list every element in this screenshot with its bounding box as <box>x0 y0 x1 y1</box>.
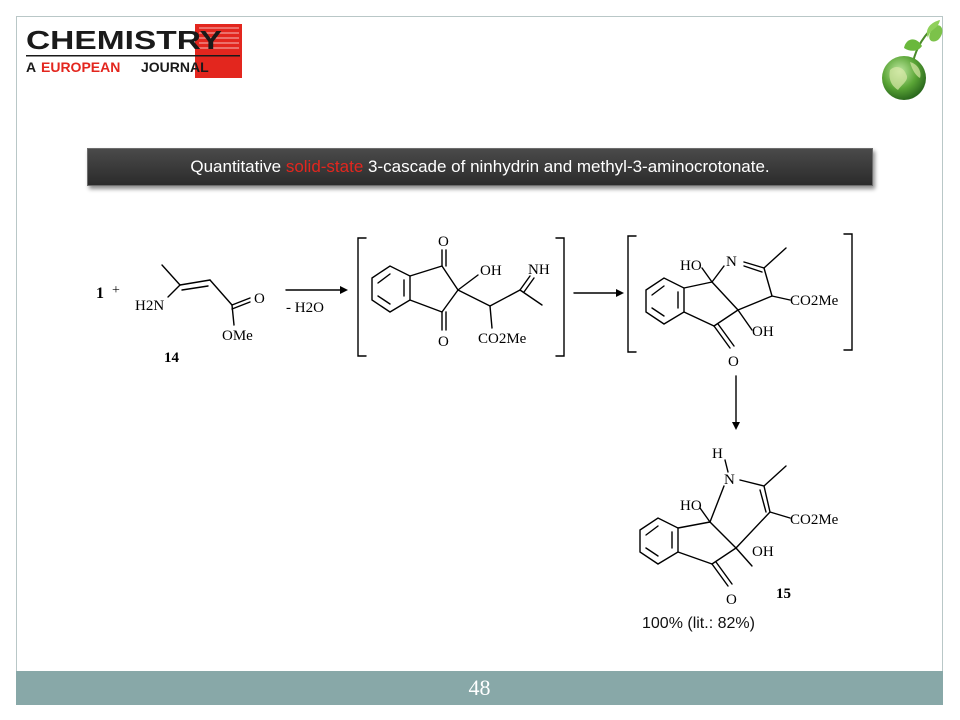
title-banner: Quantitative solid-state 3-cascade of ni… <box>87 148 873 186</box>
ester-oxygen: O <box>254 291 265 307</box>
int1-nh: NH <box>528 262 550 278</box>
footer-bar: 48 <box>16 671 943 705</box>
plus-sign: + <box>112 283 120 298</box>
banner-text-highlight: solid-state <box>285 157 364 176</box>
journal-logo: CHEMISTRY A EUROPEAN JOURNAL <box>26 24 242 78</box>
product-co2me: CO2Me <box>790 512 839 528</box>
product-h: H <box>712 446 723 462</box>
compound-14-label: 14 <box>164 350 180 366</box>
int2-co2me: CO2Me <box>790 293 839 309</box>
amine-label: H2N <box>135 298 164 314</box>
product-o: O <box>726 592 737 608</box>
page-number: 48 <box>468 675 491 700</box>
banner-text-before: Quantitative <box>190 157 286 176</box>
product-n: N <box>724 472 735 488</box>
product-oh: OH <box>752 544 774 560</box>
logo-line2-c: JOURNAL <box>141 59 209 75</box>
yield-text: 100% (lit.: 82%) <box>642 615 755 632</box>
product-ho: HO <box>680 498 702 514</box>
green-globe-leaves-icon <box>882 20 943 100</box>
banner-text-after: 3-cascade of ninhydrin and methyl-3-amin… <box>363 157 770 176</box>
int1-o-bottom: O <box>438 334 449 350</box>
ester-ome: OMe <box>222 328 253 344</box>
compound-15-label: 15 <box>776 586 791 602</box>
int2-o: O <box>728 354 739 370</box>
int2-oh: OH <box>752 324 774 340</box>
int2-ho: HO <box>680 258 702 274</box>
int2-n: N <box>726 254 737 270</box>
int1-o-top: O <box>438 234 449 250</box>
logo-line2-a: A <box>26 59 36 75</box>
int1-co2me: CO2Me <box>478 331 527 347</box>
reactant-number: 1 <box>96 285 104 302</box>
logo-line1: CHEMISTRY <box>26 25 222 55</box>
int1-oh: OH <box>480 263 502 279</box>
condition-label: - H2O <box>286 300 324 316</box>
logo-line2-b: EUROPEAN <box>41 59 120 75</box>
